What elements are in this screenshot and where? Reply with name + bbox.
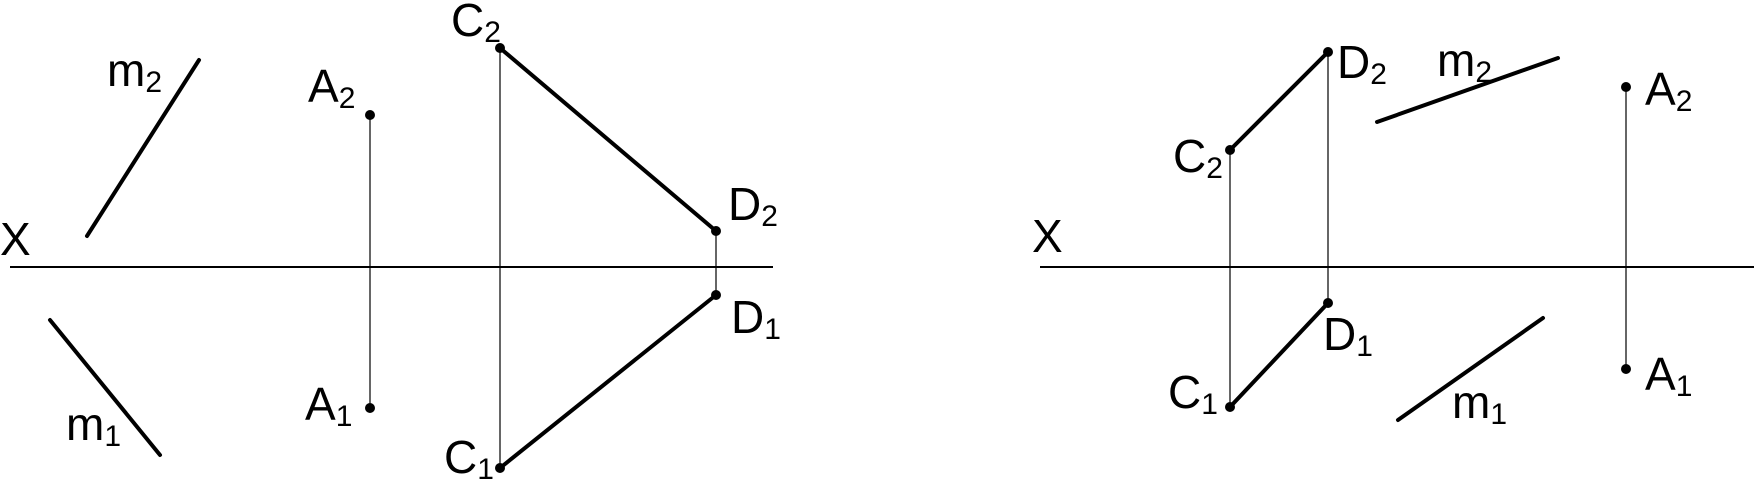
right-label-d1: D1 bbox=[1323, 308, 1373, 363]
right-d2-point bbox=[1323, 47, 1333, 57]
right-label-c2: C2 bbox=[1173, 130, 1223, 185]
left-projection-panel: X m2 m1 A2 A1 C2 C1 D2 D1 bbox=[0, 0, 781, 479]
right-c2d2-segment bbox=[1228, 50, 1330, 152]
left-label-c2: C2 bbox=[451, 0, 501, 49]
right-a2-point bbox=[1621, 82, 1631, 92]
left-label-a2: A2 bbox=[308, 60, 355, 115]
right-m1-line bbox=[1396, 316, 1545, 422]
right-c1-point bbox=[1225, 402, 1235, 412]
right-projection-panel: X D2 C2 m2 A2 D1 C1 m1 A1 bbox=[1032, 34, 1754, 431]
left-a2-point bbox=[365, 110, 375, 120]
left-d1-point bbox=[711, 290, 721, 300]
right-c2-point bbox=[1225, 145, 1235, 155]
right-label-m1: m1 bbox=[1452, 376, 1507, 431]
right-label-a2: A2 bbox=[1645, 63, 1692, 118]
left-label-d1: D1 bbox=[731, 291, 781, 346]
left-m2-line bbox=[85, 58, 201, 238]
left-axis-label: X bbox=[0, 213, 31, 265]
right-label-c1: C1 bbox=[1168, 366, 1218, 421]
left-c2d2-segment bbox=[498, 46, 718, 233]
right-label-m2: m2 bbox=[1437, 34, 1492, 89]
left-a1-point bbox=[365, 403, 375, 413]
right-c1d1-segment bbox=[1228, 301, 1330, 409]
right-label-a1: A1 bbox=[1645, 348, 1692, 403]
right-label-d2: D2 bbox=[1337, 36, 1387, 91]
left-label-m1: m1 bbox=[66, 398, 121, 453]
left-c1d1-segment bbox=[498, 293, 718, 470]
left-d2-point bbox=[711, 226, 721, 236]
left-label-a1: A1 bbox=[305, 378, 352, 433]
right-m2-line bbox=[1375, 56, 1560, 124]
left-label-d2: D2 bbox=[728, 178, 778, 233]
right-d1-point bbox=[1323, 298, 1333, 308]
left-label-c1: C1 bbox=[444, 431, 494, 479]
right-axis-label: X bbox=[1032, 210, 1063, 262]
right-a1-point bbox=[1621, 364, 1631, 374]
left-label-m2: m2 bbox=[107, 44, 162, 99]
left-c1-point bbox=[495, 463, 505, 473]
left-m1-line bbox=[48, 318, 162, 457]
left-c2-point bbox=[495, 43, 505, 53]
